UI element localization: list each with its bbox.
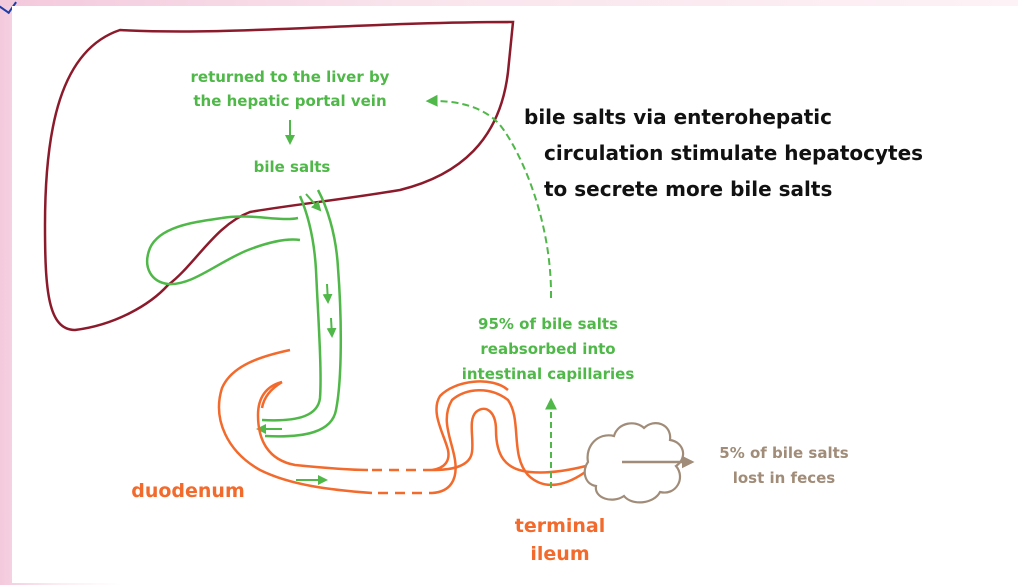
lost-in-feces-label-line1: 5% of bile salts xyxy=(719,444,849,462)
stimulate-label-line3: to secrete more bile salts xyxy=(544,177,832,201)
stimulate-label-line1: bile salts via enterohepatic xyxy=(524,105,832,129)
liver-return-label-line2: the hepatic portal vein xyxy=(193,92,386,110)
diagram-frame xyxy=(12,6,1016,583)
duodenum-outer-wall xyxy=(217,348,373,495)
ileum-outer-wall xyxy=(431,389,589,495)
bile-duct-right-wall xyxy=(264,189,343,438)
bile-flow-arrow-1 xyxy=(305,193,322,212)
lost-in-feces-label-line2: lost in feces xyxy=(733,469,836,487)
bile-duct-left-wall xyxy=(261,195,322,422)
reabsorbed-label-line3: intestinal capillaries xyxy=(462,365,635,383)
duodenum-inner-curl xyxy=(260,380,283,409)
liver-return-label-line1: returned to the liver by xyxy=(191,68,390,86)
top-band xyxy=(0,0,1018,6)
terminal-ileum-label-line2: ileum xyxy=(530,543,589,565)
ileum-inner-wall xyxy=(431,380,587,474)
bile-salts-label: bile salts xyxy=(254,158,331,176)
gallbladder xyxy=(145,215,301,286)
duodenum-inner-wall xyxy=(256,380,369,472)
reabsorbed-label-line2: reabsorbed into xyxy=(480,340,615,358)
reabsorbed-label-line1: 95% of bile salts xyxy=(478,315,618,333)
bile-flow-arrow-3 xyxy=(326,317,337,338)
duodenum-label: duodenum xyxy=(131,480,245,502)
bile-flow-arrow-2 xyxy=(322,283,333,304)
terminal-ileum-label-line1: terminal xyxy=(515,515,606,537)
stimulate-label-line2: circulation stimulate hepatocytes xyxy=(544,141,923,165)
portal-vein-return-arrow xyxy=(425,94,553,299)
